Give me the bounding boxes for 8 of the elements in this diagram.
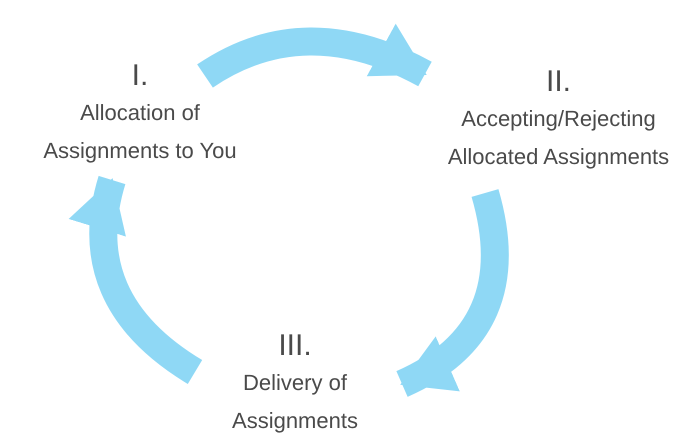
curved-arrow: [198, 24, 432, 88]
step-label: Delivery of Assignments: [231, 369, 359, 435]
curved-arrow: [70, 176, 203, 384]
step-number: III.: [278, 328, 312, 364]
step-label: Accepting/Rejecting Allocated Assignments: [446, 105, 670, 171]
step-number: II.: [546, 64, 571, 100]
step-number: I.: [132, 58, 148, 94]
step-label: Allocation of Assignments to You: [42, 99, 238, 165]
